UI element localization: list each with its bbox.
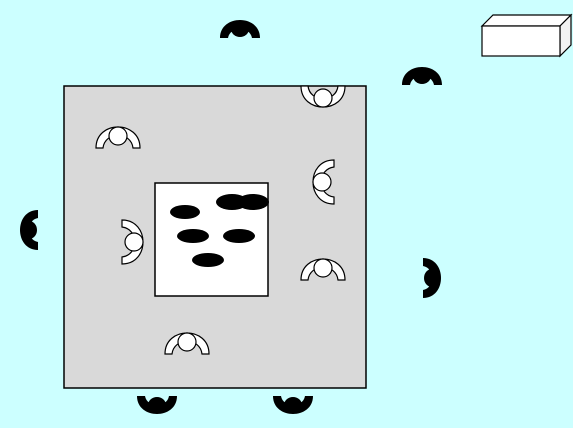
table-ovals	[170, 194, 269, 267]
oval-6	[192, 253, 224, 267]
oval-3	[237, 194, 269, 210]
oval-4	[177, 229, 209, 243]
outside-figure-bottom-2	[273, 396, 313, 414]
box-icon	[480, 13, 573, 58]
outside-figure-left	[20, 210, 38, 250]
oval-1	[170, 205, 200, 219]
oval-5	[223, 229, 255, 243]
outside-figure-top-right	[402, 67, 442, 85]
outside-figure-bottom-1	[137, 396, 177, 414]
outside-figure-right	[423, 258, 441, 298]
outside-figure-top	[220, 20, 260, 38]
